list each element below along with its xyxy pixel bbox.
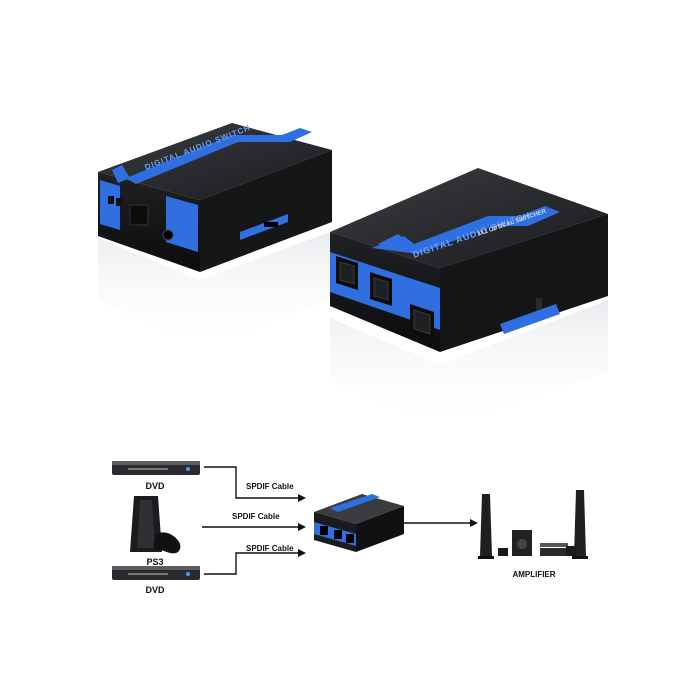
- game-console-icon: [130, 496, 181, 554]
- home-theater-icon: [478, 490, 588, 559]
- optical-port-2: [370, 272, 392, 306]
- arrow-head-3: [298, 549, 306, 557]
- source-label-dvd-2: DVD: [145, 585, 165, 595]
- arrow-head-2: [298, 523, 306, 531]
- select-switch: [536, 298, 542, 312]
- cable-label-3: SPDIF Cable: [246, 544, 294, 553]
- cable-label-2: SPDIF Cable: [232, 512, 280, 521]
- cable-line-3: [204, 552, 300, 575]
- cable-line-1: [204, 466, 300, 499]
- optical-port-3: [410, 304, 434, 340]
- dvd-player-icon: [112, 566, 200, 580]
- dvd-player-icon: [112, 461, 200, 475]
- switch-box-small-icon: [314, 494, 404, 552]
- connection-diagram: DVD PS3 DVD SPDIF Cable: [112, 461, 588, 595]
- source-label-dvd-1: DVD: [145, 481, 165, 491]
- switch-box-back-view: DIGITAL AUDIO SWITCH: [98, 123, 332, 350]
- cable-label-1: SPDIF Cable: [246, 482, 294, 491]
- arrow-head-1: [298, 494, 306, 502]
- output-label-amplifier: AMPLIFIER: [512, 570, 555, 579]
- arrow-head-output: [470, 519, 478, 527]
- source-label-ps3: PS3: [146, 557, 163, 567]
- switch-box-front-view: DIGITAL AUDIO SWITCH 3X1 OPTICAL SWITCHE…: [330, 168, 608, 430]
- optical-port-1: [336, 256, 358, 290]
